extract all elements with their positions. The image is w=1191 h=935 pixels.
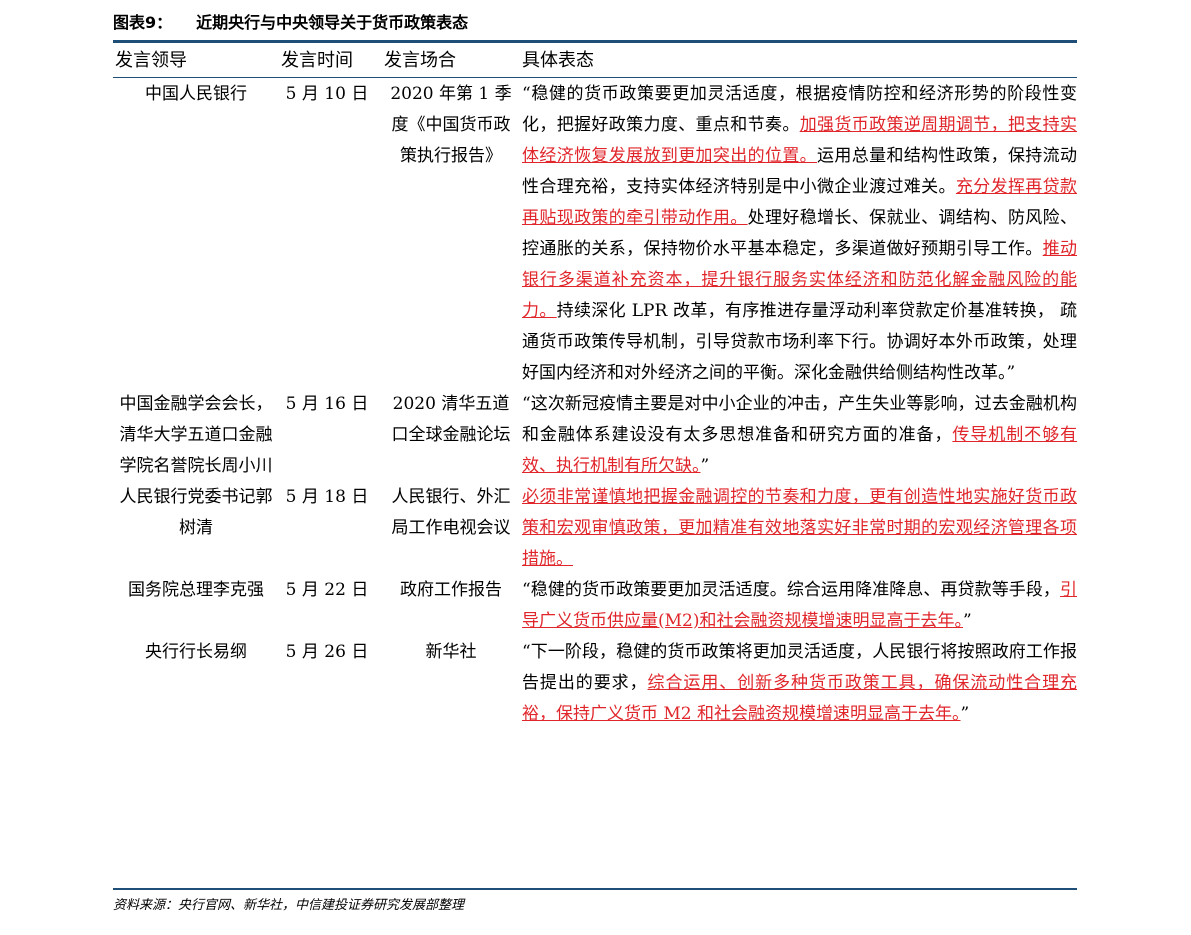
statement-text: 运用总量和结构性政策，保持流动性合理充裕，支持实体经济特别是中小微企业渡过难关。: [522, 146, 1078, 197]
statement-text: “这次新冠疫情主要是对中小企业的冲击，产生失业等影响，过去金融机构和金融体系建设…: [522, 394, 1077, 445]
statement-text: ”: [700, 456, 710, 476]
figure-title: 图表9： 近期央行与中央领导关于货币政策表态: [113, 12, 468, 34]
statement-highlight: 传导机制不够有效、执行机制有所欠缺。: [522, 425, 1078, 476]
statement-cell: “下一阶段，稳健的货币政策将更加灵活适度，人民银行将按照政府工作报告提出的要求，…: [522, 637, 1077, 730]
time-cell: 5 月 18 日: [285, 487, 369, 507]
time-cell: 5 月 10 日: [285, 84, 369, 104]
leader-cell: 人民银行党委书记郭树清: [119, 487, 273, 538]
header-statement: 具体表态: [522, 50, 594, 71]
venue-cell: 政府工作报告: [400, 580, 502, 600]
statement-text: 处理好稳增长、保就业、调结构、防风险、控通胀的关系，保持物价水平基本稳定，多渠道…: [522, 208, 1078, 259]
statement-highlight: 引导广义货币供应量(M2)和社会融资规模增速明显高于去年。: [522, 580, 1077, 631]
venue-cell: 2020 年第 1 季度《中国货币政策执行报告》: [390, 84, 512, 166]
statement-highlight: 加强货币政策逆周期调节，把支持实体经济恢复发展放到更加突出的位置。: [522, 115, 1078, 166]
time-cell: 5 月 22 日: [285, 580, 369, 600]
table-row: 人民银行党委书记郭树清 5 月 18 日 人民银行、外汇局工作电视会议必须非常谨慎地…: [113, 482, 1078, 575]
statement-text: “下一阶段，稳健的货币政策将更加灵活适度，人民银行将按照政府工作报告提出的要求，: [522, 642, 1077, 693]
leader-cell: 央行行长易纲: [145, 642, 247, 662]
leader-cell: 中国人民银行: [145, 84, 247, 104]
venue-cell: 人民银行、外汇局工作电视会议: [391, 487, 511, 538]
statement-text: ”: [960, 704, 970, 724]
statement-cell: “稳健的货币政策要更加灵活适度，根据疫情防控和经济形势的阶段性变化，把握好政策力…: [522, 79, 1077, 389]
header-time: 发言时间: [281, 50, 353, 71]
venue-cell: 新华社: [425, 642, 477, 662]
statement-highlight: 综合运用、创新多种货币政策工具，确保流动性合理充裕，保持广义货币 M2 和社会融…: [522, 673, 1078, 724]
statement-cell: “这次新冠疫情主要是对中小企业的冲击，产生失业等影响，过去金融机构和金融体系建设…: [522, 389, 1077, 482]
statement-text: “稳健的货币政策要更加灵活适度，根据疫情防控和经济形势的阶段性变化，把握好政策力…: [522, 84, 1077, 135]
statement-text: 持续深化 LPR 改革，有序推进存量浮动利率贷款定价基准转换， 疏通货币政策传导…: [522, 301, 1077, 383]
table-top-rule: [113, 40, 1077, 43]
figure-caption: 近期央行与中央领导关于货币政策表态: [196, 13, 469, 32]
source-note: 资料来源：央行官网、新华社，中信建投证券研究发展部整理: [113, 898, 465, 913]
venue-cell: 2020 清华五道口全球金融论坛: [391, 394, 511, 445]
table-header-rule: [113, 77, 1077, 78]
time-cell: 5 月 26 日: [285, 642, 369, 662]
header-venue: 发言场合: [384, 50, 456, 71]
statement-highlight: 推动银行多渠道补充资本，提升银行服务实体经济和防范化解金融风险的能力。: [522, 239, 1078, 321]
leader-cell: 国务院总理李克强: [128, 580, 264, 600]
table-row: 央行行长易纲 5 月 26 日 新华社 “下一阶段，稳健的货币政策将更加灵活适度，人民…: [113, 637, 1077, 730]
header-leader: 发言领导: [115, 50, 187, 71]
statement-highlight: 必须非常谨慎地把握金融调控的节奏和力度，更有创造性地实施好货币政策和宏观审慎政策…: [522, 487, 1077, 569]
leader-cell: 中国金融学会会长，清华大学五道口金融学院名誉院长周小川: [119, 394, 273, 476]
statement-highlight: 充分发挥再贷款再贴现政策的牵引带动作用。: [522, 177, 1078, 228]
statement-cell: “稳健的货币政策要更加灵活适度。综合运用降准降息、再贷款等手段，引导广义货币供应…: [522, 575, 1077, 637]
figure-label: 图表9：: [113, 13, 173, 32]
table-header: 发言领导 发言时间 发言场合 具体表态: [113, 46, 1077, 76]
table-row: 中国人民银行 5 月 10 日 2020 年第 1 季度《中国货币政策执行报告》“稳…: [113, 79, 1077, 389]
statement-text: ”: [963, 611, 972, 631]
table-row: 中国金融学会会长，清华大学五道口金融学院名誉院长周小川 5 月 16 日 2020 …: [113, 389, 1078, 482]
time-cell: 5 月 16 日: [285, 394, 369, 414]
table-bottom-rule: [113, 888, 1077, 890]
statement-text: “稳健的货币政策要更加灵活适度。综合运用降准降息、再贷款等手段，: [522, 580, 1060, 600]
table-row: 国务院总理李克强 5 月 22 日 政府工作报告 “稳健的货币政策要更加灵活适度。综合…: [113, 575, 1077, 637]
statement-cell: 必须非常谨慎地把握金融调控的节奏和力度，更有创造性地实施好货币政策和宏观审慎政策…: [522, 482, 1077, 575]
